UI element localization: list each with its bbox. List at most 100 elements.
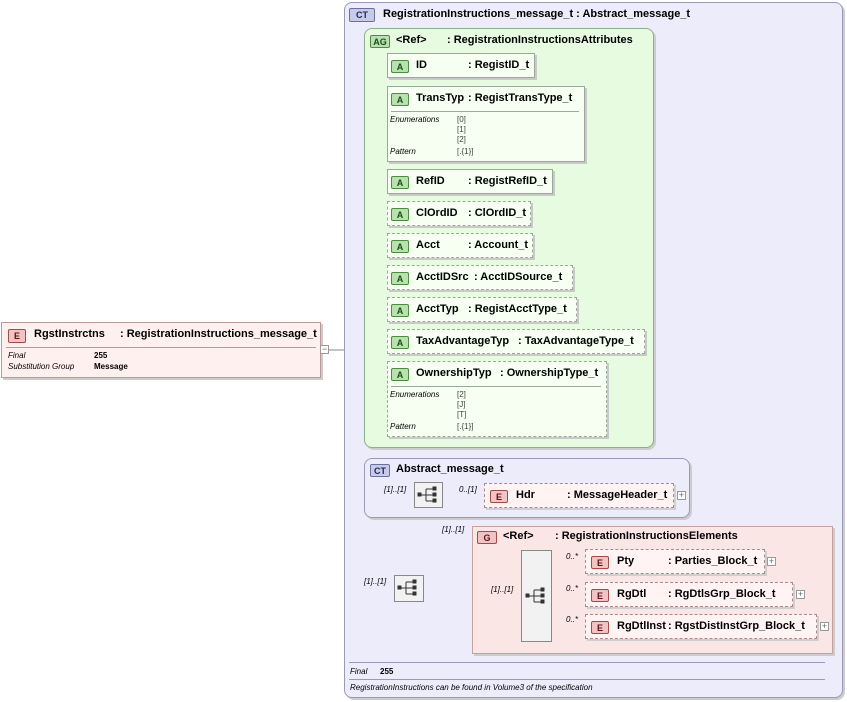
inner-sequence-multiplicity: [1]..[1] [491, 585, 514, 594]
element-name: Pty [617, 555, 635, 567]
element-multiplicity: 0..* [566, 552, 579, 561]
attribute-group-badge: AG [370, 35, 390, 48]
attribute-name: TaxAdvantageTyp [416, 335, 510, 347]
footer-final-value: 255 [380, 667, 394, 676]
divider [391, 386, 601, 387]
elements-group-ref: <Ref> [503, 530, 534, 542]
attribute-name: AcctIDSrc [416, 271, 469, 283]
attribute-group-ref: <Ref> [396, 34, 427, 46]
prop-key-substitution-group: Substitution Group [8, 362, 75, 371]
attribute-type: : TaxAdvantageType_t [518, 335, 634, 347]
attribute-badge: A [391, 336, 409, 349]
attribute-type: : AcctIDSource_t [474, 271, 563, 283]
group-badge: G [477, 531, 497, 544]
expand-toggle[interactable]: + [820, 621, 829, 631]
pattern-label: Pattern [390, 147, 416, 156]
attribute-name: TransTyp [416, 92, 465, 104]
outer-sequence-compositor-icon[interactable] [394, 575, 424, 602]
attribute-accttyp[interactable]: A AcctTyp : RegistAcctType_t [387, 297, 577, 322]
element-pty[interactable]: E Pty : Parties_Block_t [585, 549, 765, 574]
prop-key-final: Final [8, 351, 26, 360]
attribute-badge: A [391, 304, 409, 317]
attribute-id[interactable]: A ID : RegistID_t [387, 53, 535, 78]
enum-value: [T] [457, 410, 467, 419]
enum-value: [0] [457, 115, 466, 124]
attribute-type: : RegistID_t [468, 59, 530, 71]
element-type: : MessageHeader_t [567, 489, 668, 501]
enum-value: [1] [457, 125, 466, 134]
element-hdr[interactable]: E Hdr : MessageHeader_t [484, 483, 674, 508]
attribute-group-type: : RegistrationInstructionsAttributes [447, 34, 633, 46]
expand-toggle[interactable]: + [677, 490, 686, 500]
element-badge: E [591, 589, 609, 602]
attribute-name: AcctTyp [416, 303, 459, 315]
pattern-value: [.{1}] [457, 422, 474, 431]
attribute-type: : Account_t [468, 239, 529, 251]
complex-type-name: RegistrationInstructions_message_t : Abs… [383, 8, 691, 20]
root-element-name: RgstInstrctns [34, 328, 105, 340]
element-rgdtl[interactable]: E RgDtl : RgDtlsGrp_Block_t [585, 582, 793, 607]
footer-divider [349, 662, 825, 663]
element-multiplicity: 0..* [566, 584, 579, 593]
element-badge: E [591, 621, 609, 634]
attribute-refid[interactable]: A RefID : RegistRefID_t [387, 169, 553, 194]
enum-value: [J] [457, 400, 466, 409]
footer-note: RegistrationInstructions can be found in… [350, 683, 593, 692]
elements-group-type: : RegistrationInstructionsElements [555, 530, 738, 542]
attribute-transtyp[interactable]: A TransTyp : RegistTransType_t Enumerati… [387, 86, 585, 162]
element-name: RgDtlInst [617, 620, 666, 632]
enumerations-label: Enumerations [390, 115, 440, 124]
sequence-multiplicity: [1]..[1] [384, 485, 407, 494]
root-element-type: : RegistrationInstructions_message_t [120, 328, 317, 340]
element-name: RgDtl [617, 588, 647, 600]
attribute-name: RefID [416, 175, 445, 187]
pattern-value: [.{1}] [457, 147, 474, 156]
attribute-badge: A [391, 240, 409, 253]
group-multiplicity: [1]..[1] [442, 525, 465, 534]
prop-value-final: 255 [94, 351, 108, 360]
sequence-compositor-icon[interactable] [414, 482, 443, 508]
sequence-icon [417, 486, 437, 503]
outer-sequence-multiplicity: [1]..[1] [364, 577, 387, 586]
footer-final-key: Final [350, 667, 368, 676]
inner-sequence-compositor-icon[interactable] [521, 550, 552, 642]
attribute-type: : RegistTransType_t [468, 92, 573, 104]
attribute-taxadvantagetyp[interactable]: A TaxAdvantageTyp : TaxAdvantageType_t [387, 329, 645, 354]
collapse-toggle[interactable]: − [320, 344, 329, 354]
attribute-type: : OwnershipType_t [500, 367, 599, 379]
attribute-type: : RegistAcctType_t [468, 303, 567, 315]
pattern-label: Pattern [390, 422, 416, 431]
element-type: : RgstDistInstGrp_Block_t [668, 620, 805, 632]
expand-toggle[interactable]: + [767, 556, 776, 566]
enum-value: [2] [457, 135, 466, 144]
sequence-icon [397, 579, 417, 596]
attribute-type: : RegistRefID_t [468, 175, 547, 187]
attribute-badge: A [391, 368, 409, 381]
element-badge: E [591, 556, 609, 569]
attribute-badge: A [391, 272, 409, 285]
divider [6, 347, 316, 348]
attribute-name: ClOrdID [416, 207, 458, 219]
element-badge: E [8, 329, 26, 343]
attribute-acctidsrc[interactable]: A AcctIDSrc : AcctIDSource_t [387, 265, 573, 290]
complex-type-badge: CT [349, 8, 375, 22]
attribute-acct[interactable]: A Acct : Account_t [387, 233, 533, 258]
element-type: : RgDtlsGrp_Block_t [668, 588, 776, 600]
element-rgdtlinst[interactable]: E RgDtlInst : RgstDistInstGrp_Block_t [585, 614, 817, 639]
abstract-message-name: Abstract_message_t [396, 463, 504, 475]
complex-type-badge: CT [370, 464, 390, 477]
attribute-ownershiptyp[interactable]: A OwnershipTyp : OwnershipType_t Enumera… [387, 361, 607, 437]
attribute-name: OwnershipTyp [416, 367, 492, 379]
element-badge: E [490, 490, 508, 503]
enum-value: [2] [457, 390, 466, 399]
prop-value-substitution-group: Message [94, 362, 128, 371]
hdr-multiplicity: 0..[1] [459, 485, 477, 494]
attribute-clordid[interactable]: A ClOrdID : ClOrdID_t [387, 201, 531, 226]
divider [391, 111, 579, 112]
enumerations-label: Enumerations [390, 390, 440, 399]
attribute-name: Acct [416, 239, 440, 251]
root-element-box[interactable]: E RgstInstrctns : RegistrationInstructio… [1, 322, 321, 378]
expand-toggle[interactable]: + [796, 589, 805, 599]
attribute-type: : ClOrdID_t [468, 207, 527, 219]
attribute-badge: A [391, 176, 409, 189]
